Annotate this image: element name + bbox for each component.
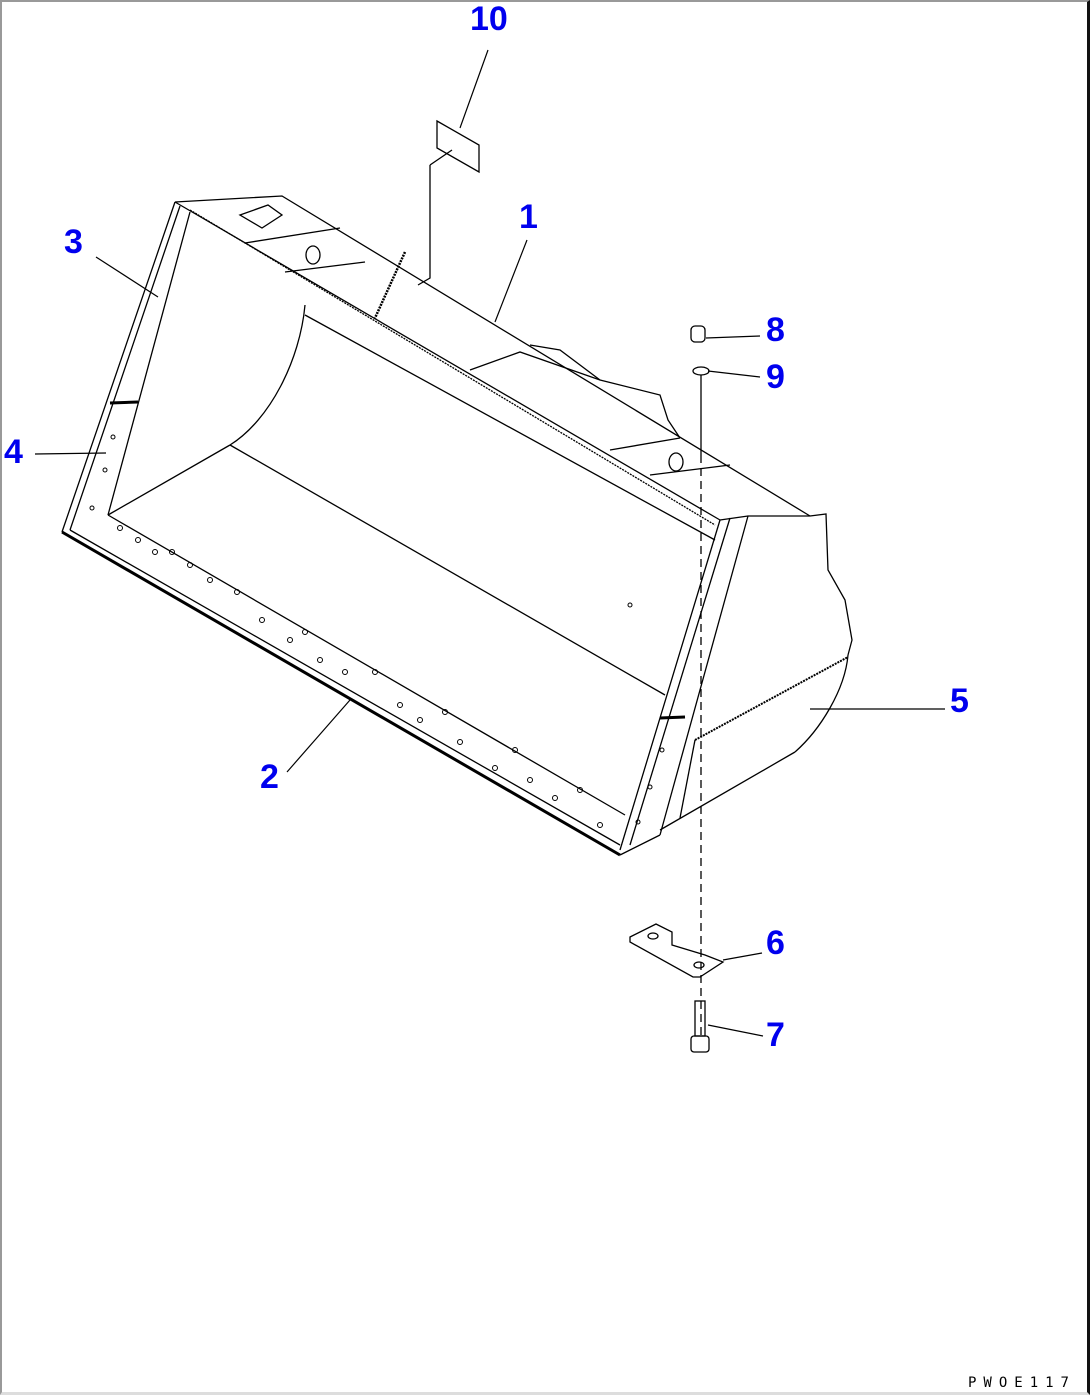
label-plate-part	[373, 119, 480, 319]
callout-7: 7	[766, 1016, 785, 1054]
nut-washer-parts	[690, 325, 710, 1035]
callout-9: 9	[766, 358, 785, 396]
callout-4: 4	[4, 433, 23, 471]
leader-lines	[34, 49, 945, 1037]
callout-5: 5	[950, 682, 969, 720]
plate-part	[629, 923, 725, 978]
bolt-holes	[89, 434, 665, 828]
callout-3: 3	[64, 223, 83, 261]
callout-8: 8	[766, 311, 785, 349]
callout-1: 1	[519, 198, 538, 236]
callout-2: 2	[260, 758, 279, 796]
callout-10: 10	[470, 0, 508, 38]
callout-6: 6	[766, 924, 785, 962]
drawing-code: PWOE117	[967, 1375, 1076, 1391]
bolt-part	[690, 1000, 710, 1053]
bucket-body	[61, 195, 853, 857]
